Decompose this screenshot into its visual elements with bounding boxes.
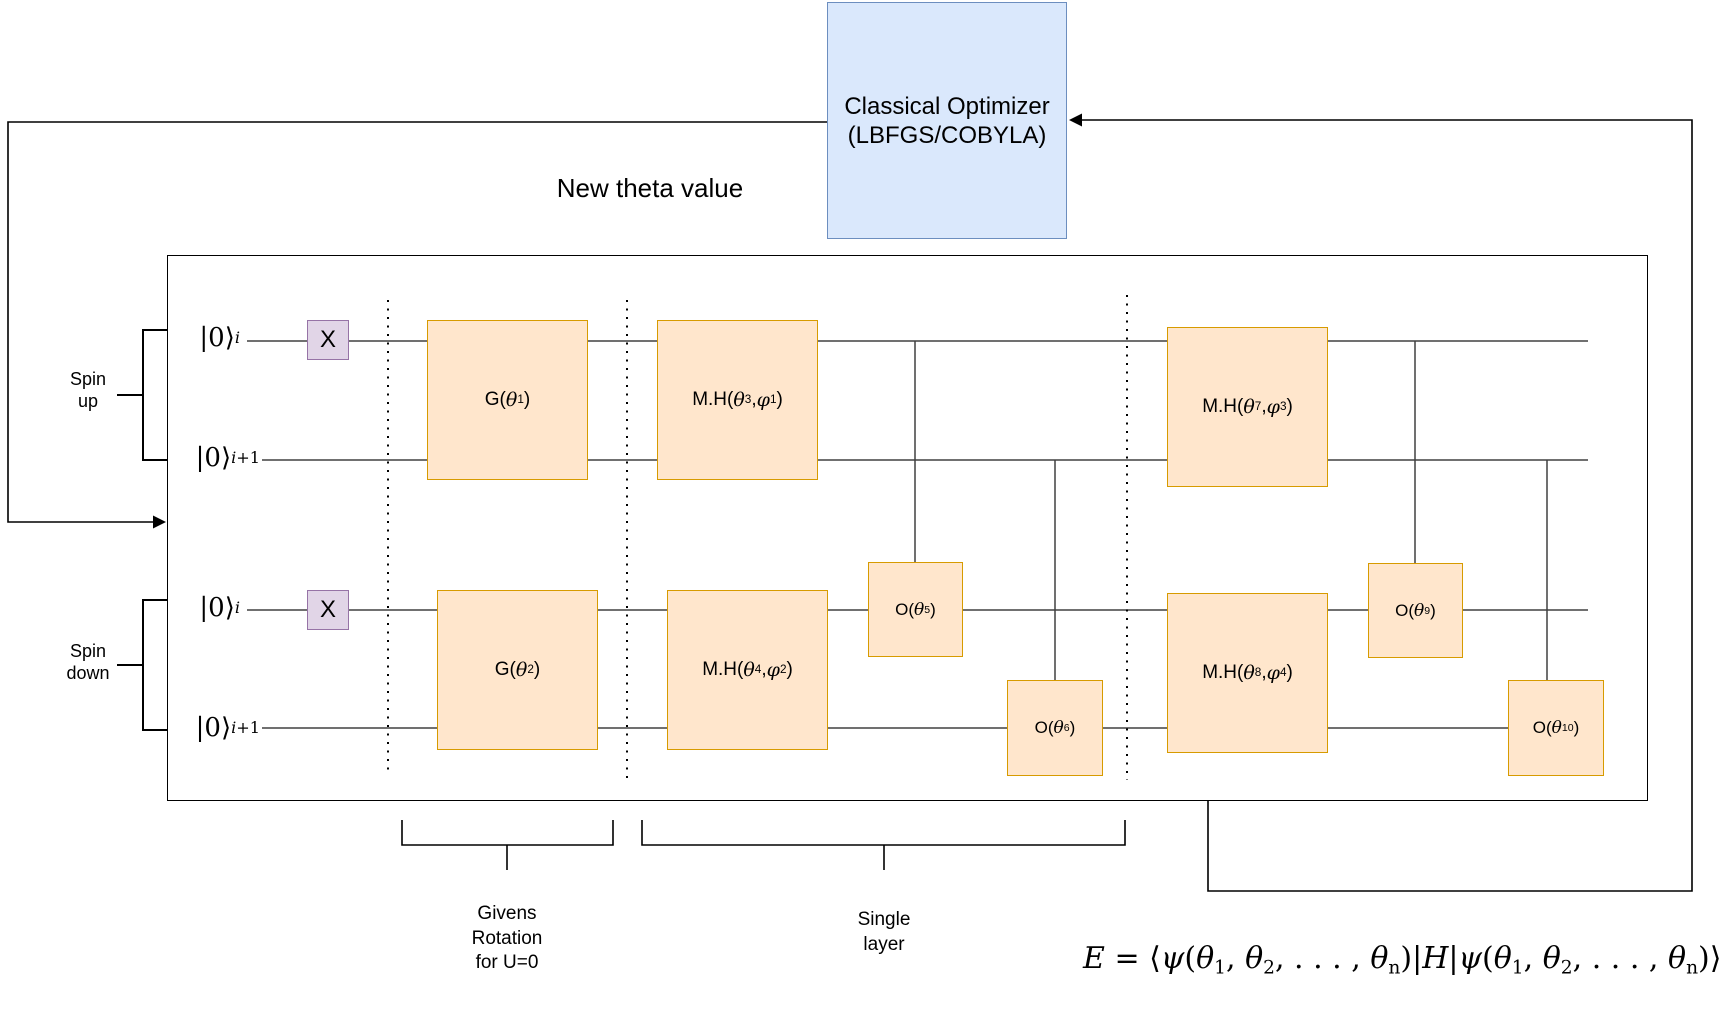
single-layer-label: Single layer (857, 909, 911, 955)
single-layer-bracket (641, 820, 1126, 846)
spin-down-label: Spin down (66, 641, 110, 683)
new-theta-line (7, 121, 827, 523)
classical-optimizer-box: Classical Optimizer (LBFGS/COBYLA) (827, 2, 1067, 239)
feedback-measure-arrowhead-icon (1069, 113, 1082, 127)
givens-bracket (401, 820, 614, 846)
energy-equation: E = ⟨ψ(θ1, θ2, . . . , θn)|H|ψ(θ1, θ2, .… (1083, 941, 1722, 979)
new-theta-label: New theta value (556, 173, 744, 203)
spin-up-label: Spin up (69, 369, 107, 411)
givens-rotation-label: Givens Rotation for U=0 (471, 903, 543, 973)
circuit-boundary-box (167, 255, 1648, 801)
feedback-measure-line (1073, 119, 1693, 892)
ket-down-i: |0⟩i (199, 593, 240, 623)
new-theta-arrowhead-icon (153, 515, 166, 529)
x-gate-up: X (307, 320, 349, 360)
ket-down-i1: |0⟩i+1 (195, 713, 260, 743)
ket-up-i: |0⟩i (199, 323, 240, 353)
x-gate-down: X (307, 590, 349, 630)
ket-up-i1: |0⟩i+1 (195, 443, 260, 473)
